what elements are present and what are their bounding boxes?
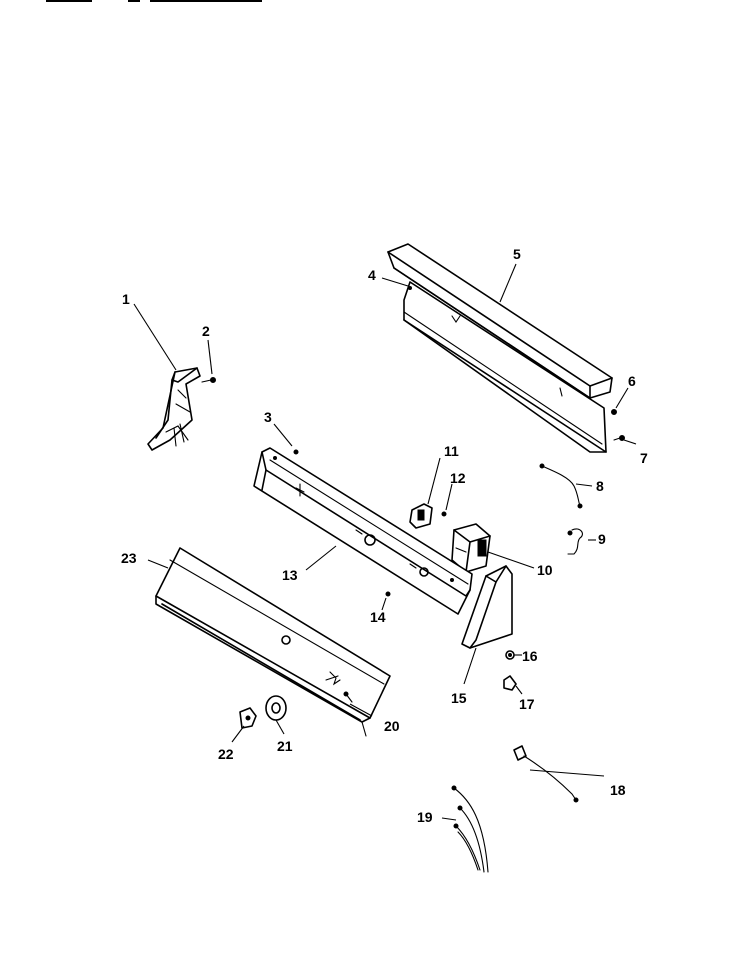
callout-18: 18	[610, 782, 626, 798]
callout-13: 13	[282, 567, 298, 583]
part-5-top-rail	[387, 243, 613, 399]
part-18-wire	[513, 745, 579, 803]
callout-3: 3	[264, 409, 272, 425]
callout-11: 11	[444, 443, 459, 459]
part-2-screw	[201, 377, 216, 383]
part-3-screw	[293, 449, 299, 455]
part-14-screw	[385, 591, 391, 597]
part-21-knob-skirt	[265, 695, 287, 721]
callout-14: 14	[370, 609, 386, 625]
callout-15: 15	[451, 690, 467, 706]
callout-23: 23	[121, 550, 137, 566]
part-11-small-switch	[409, 503, 433, 529]
callout-12: 12	[450, 470, 466, 486]
part-20-screw	[343, 691, 353, 703]
part-19-wire-set	[451, 785, 489, 873]
callout-4: 4	[368, 267, 376, 283]
part-13-control-panel	[253, 447, 473, 615]
part-9-clip	[567, 528, 583, 555]
callout-2: 2	[202, 323, 210, 339]
callout-5: 5	[513, 246, 521, 262]
callout-17: 17	[519, 696, 535, 712]
callout-22: 22	[218, 746, 234, 762]
callout-8: 8	[596, 478, 604, 494]
part-1-end-cap	[147, 367, 201, 451]
callout-labels: 1 2 3 4 5 6 7 8 9 10 11 12 13 14 15 16 1…	[121, 246, 648, 825]
part-4-backguard-panel	[403, 281, 607, 453]
callout-16: 16	[522, 648, 538, 664]
part-10-switch-block	[451, 523, 491, 573]
callout-10: 10	[537, 562, 553, 578]
callout-19: 19	[417, 809, 433, 825]
part-8-wire	[539, 463, 583, 509]
part-16-nut	[505, 650, 515, 660]
part-17-clip	[503, 675, 517, 691]
callout-6: 6	[628, 373, 636, 389]
callout-21: 21	[277, 738, 293, 754]
part-7-screw	[613, 435, 625, 441]
part-23-front-trim	[155, 547, 391, 737]
part-6-screw	[611, 409, 617, 415]
part-15-side-bracket	[461, 565, 513, 649]
callout-20: 20	[384, 718, 400, 734]
callout-1: 1	[122, 291, 130, 307]
callout-9: 9	[598, 531, 606, 547]
leader-lines	[133, 263, 637, 821]
part-22-knob	[239, 707, 257, 729]
callout-7: 7	[640, 450, 648, 466]
part-12-screw	[441, 511, 447, 517]
